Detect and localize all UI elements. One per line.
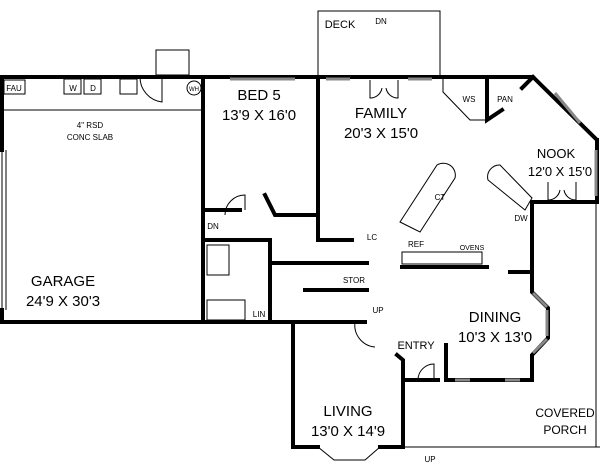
- porch-label-2: PORCH: [543, 423, 586, 437]
- fau-label: FAU: [6, 84, 22, 93]
- nook-name: NOOK: [537, 146, 576, 161]
- washer-label: W: [69, 84, 77, 93]
- linen-label: LIN: [253, 310, 266, 319]
- garage-name: GARAGE: [31, 273, 95, 290]
- porch-label-1: COVERED: [535, 406, 595, 420]
- family-name: FAMILY: [355, 105, 407, 122]
- room-labels: GARAGE 24'9 X 30'3 BED 5 13'9 X 16'0 FAM…: [26, 19, 595, 440]
- dishwasher-label: DW: [514, 214, 528, 223]
- stair-up-label: UP: [372, 306, 383, 315]
- deck-label: DECK: [325, 19, 356, 31]
- slab-label-1: 4" RSD: [77, 121, 104, 130]
- living-name: LIVING: [323, 403, 372, 420]
- bed5-size: 13'9 X 16'0: [222, 107, 296, 124]
- dining-name: DINING: [469, 309, 522, 326]
- entry-label: ENTRY: [397, 340, 435, 352]
- ws-label: WS: [463, 95, 476, 104]
- dining-size: 10'3 X 13'0: [458, 329, 532, 346]
- family-size: 20'3 X 15'0: [344, 125, 418, 142]
- ref-label: REF: [408, 240, 424, 249]
- living-size: 13'0 X 14'9: [311, 423, 385, 440]
- pantry-label: PAN: [497, 95, 513, 104]
- cooktop-label: CT: [435, 193, 446, 202]
- fixtures: [3, 78, 246, 321]
- linen-closet-label: LC: [367, 233, 377, 242]
- nook-size: 12'0 X 15'0: [528, 164, 592, 179]
- slab-label-2: CONC SLAB: [67, 133, 113, 142]
- bed5-name: BED 5: [237, 87, 280, 104]
- dryer-label: D: [90, 84, 96, 93]
- fixture-labels: FAU W D WH 4" RSD CONC SLAB DN DN WS PAN…: [6, 17, 528, 464]
- hall-dn-label: DN: [207, 222, 219, 231]
- porch-up-label: UP: [424, 455, 435, 464]
- ovens-label: OVENS: [460, 245, 485, 252]
- garage-size: 24'9 X 30'3: [26, 293, 100, 310]
- storage-label: STOR: [343, 276, 365, 285]
- deck-dn-label: DN: [375, 17, 387, 26]
- water-heater-label: WH: [189, 87, 199, 93]
- walls: [0, 10, 600, 461]
